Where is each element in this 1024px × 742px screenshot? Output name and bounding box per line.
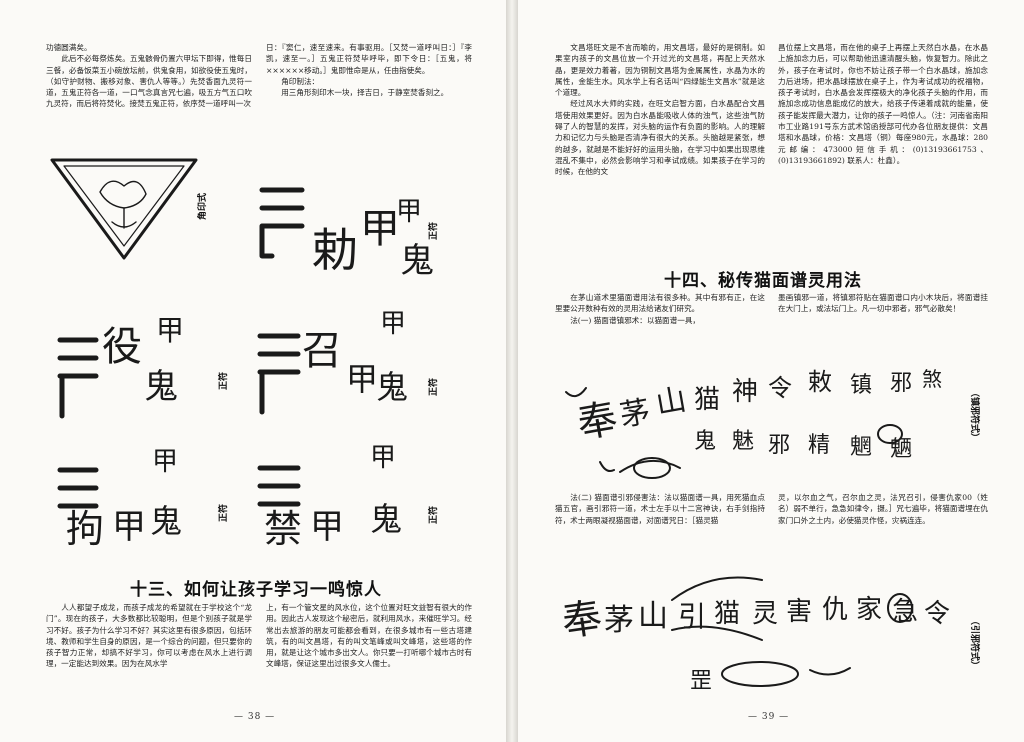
zhengfu-label: 正符 [427,378,439,396]
yinxie-label: （引邪符式） [969,616,981,670]
yinxie-talisman-image: 奉 茅 山 引 猫 灵 害 仇 家 急 令 罡 [560,576,950,694]
svg-text:鬼: 鬼 [400,241,434,281]
svg-text:引: 引 [678,600,706,633]
svg-text:鬼: 鬼 [150,502,182,540]
talisman-3-image: 召 甲 甲 鬼 [257,309,408,415]
svg-text:仇: 仇 [822,595,848,625]
svg-text:魅: 魅 [732,429,754,454]
paragraph: 此后不必每祭炼矣。五鬼骸骨仍置六甲坛下即得，惟每日三餐，必备饭菜五小碗放坛前，供… [46,54,252,109]
talisman-5-image: 禁 甲 甲 鬼 [257,443,402,550]
svg-text:甲: 甲 [346,360,378,398]
zhengfu-label: 正符 [217,504,229,522]
paragraph: 文昌塔旺文是不言而喻的，用文昌塔，最好的是铜制。如果室内孩子的文昌位放一个开过光… [555,43,765,98]
paragraph: 用三角形刻印木一块，择吉日，于静室焚香刻之。 [281,88,449,98]
yinxie-talisman-figure: 奉 茅 山 引 猫 灵 害 仇 家 急 令 罡 （引邪符式） [560,560,990,700]
svg-text:邪: 邪 [890,371,912,396]
svg-text:奉: 奉 [560,595,605,646]
right-col-1: 文昌塔旺文是不言而喻的，用文昌塔，最好的是铜制。如果室内孩子的文昌位放一个开过光… [555,42,765,178]
svg-text:茅: 茅 [604,603,634,638]
paragraph: 墨画镇邪一道，将镇邪符贴在猫面谱口内小木块后，将面谱挂在大门上，或法坛门上。凡一… [778,293,988,314]
talisman-2-image: 役 甲 鬼 [57,314,184,419]
zhengfu-label: 正符 [217,372,229,390]
paragraph: 法(一) 猫面谱镇邪术：以猫面谱一具， [570,315,701,325]
paragraph: 功德圆满矣。 [46,43,92,52]
talisman-1-image: 勅 甲 甲 鬼 [259,187,434,281]
svg-text:镇: 镇 [850,373,872,398]
svg-text:甲: 甲 [396,197,422,227]
svg-text:急: 急 [892,597,918,627]
zhengfu-label: 正符 [427,222,439,240]
zhengfu-label: 正符 [427,506,439,524]
svg-text:罡: 罡 [690,669,712,694]
right-page [518,0,1024,742]
svg-text:甲: 甲 [370,443,396,473]
svg-text:召: 召 [302,328,342,374]
svg-text:敕: 敕 [808,368,832,396]
svg-text:家: 家 [856,595,882,625]
left-col-4: 上，有一个管文星的风水位，这个位置对旺文益智有很大的作用。因此古人发现这个秘密后… [266,602,472,670]
svg-text:令: 令 [924,599,950,629]
svg-text:令: 令 [768,374,792,402]
book-gutter [506,0,518,742]
svg-text:精: 精 [808,433,830,458]
right-col-5: 法(二) 猫面谱引邪侵害法：法以猫面谱一具，用死猫血点猫五官，画引邪符一道，术士… [555,492,765,526]
svg-text:神: 神 [732,377,758,407]
paragraph: 昌位摆上文昌塔，而在他的桌子上再摆上天然白水晶，在水晶上施加念力后，可以帮助他迅… [778,43,988,165]
zhenxie-label: （镇邪符式） [969,388,981,442]
left-col-1: 功德圆满矣。 此后不必每祭炼矣。五鬼骸骨仍置六甲坛下即得，惟每日三餐，必备饭菜五… [46,42,252,110]
paragraph: 法(二) 猫面谱引邪侵害法：法以猫面谱一具，用死猫血点猫五官，画引邪符一道，术士… [555,493,765,525]
right-col-6: 灵，以尔血之气，召尔血之灵，法咒召引，侵害仇家00（姓名）弱不单行，急急如律令，… [778,492,988,526]
svg-text:鬼: 鬼 [144,367,178,407]
paragraph: 上，有一个管文星的风水位，这个位置对旺文益智有很大的作用。因此古人发现这个秘密后… [266,603,472,669]
svg-text:煞: 煞 [922,367,942,391]
seal-label: 角印式 [196,193,208,220]
paragraph: 在茅山道术里猫面谱用法有很多种。其中有邪有正，在这里要公开数种有效的灵用法给诸友… [555,293,765,314]
svg-text:鬼: 鬼 [694,429,716,454]
svg-text:甲: 甲 [152,447,178,477]
talisman-figure: 角印式 勅 甲 甲 鬼 正符 役 甲 鬼 正符 召 甲 甲 鬼 正符 [40,150,476,550]
paragraph: 人人都望子成龙，而孩子成龙的希望就在于学校这个“龙门”。现在的孩子，大多数都比较… [46,603,252,669]
talisman-4-image: 拘 甲 甲 鬼 [57,447,182,550]
svg-text:茅: 茅 [617,394,653,434]
svg-text:勅: 勅 [312,223,358,277]
svg-text:灵: 灵 [752,599,778,629]
paragraph: 灵，以尔血之气，召尔血之灵，法咒召引，侵害仇家00（姓名）弱不单行，急急如律令，… [778,493,988,525]
paragraph: 日：『窦仁，速至速来。有事驱用。［又焚一道呼叫日：］『李凯，速至一。］五鬼正符焚… [266,43,472,75]
svg-text:害: 害 [786,597,812,627]
svg-text:禁: 禁 [264,507,302,550]
svg-text:猫: 猫 [694,385,720,415]
right-col-4: 墨画镇邪一道，将镇邪符贴在猫面谱口内小木块后，将面谱挂在大门上，或法坛门上。凡一… [778,292,988,315]
left-col-2: 日：『窦仁，速至速来。有事驱用。［又焚一道呼叫日：］『李凯，速至一。］五鬼正符焚… [266,42,472,98]
svg-text:魉: 魉 [890,437,912,462]
left-page [0,0,506,742]
zhenxie-talisman-figure: 奉 茅 山 猫 神 令 敕 镇 邪 煞 鬼 魅 邪 精 魍 魉 （镇邪符式） [560,352,990,484]
svg-text:山: 山 [653,382,689,422]
right-col-3: 在茅山道术里猫面谱用法有很多种。其中有邪有正，在这里要公开数种有效的灵用法给诸友… [555,292,765,326]
section-13-title: 十三、如何让孩子学习一鸣惊人 [130,580,382,600]
svg-text:鬼: 鬼 [370,500,402,538]
page-number-left: — 38 — [234,712,276,722]
svg-text:奉: 奉 [574,396,621,448]
section-14-title: 十四、秘传猫面谱灵用法 [664,271,862,291]
svg-text:山: 山 [638,599,668,634]
svg-text:邪: 邪 [768,433,790,458]
left-col-3: 人人都望子成龙，而孩子成龙的希望就在于学校这个“龙门”。现在的孩子，大多数都比较… [46,602,252,670]
svg-text:甲: 甲 [112,507,146,547]
svg-text:役: 役 [102,324,142,370]
svg-text:甲: 甲 [310,507,344,547]
paragraph: 角印制法： [281,76,320,86]
zhenxie-talisman-image: 奉 茅 山 猫 神 令 敕 镇 邪 煞 鬼 魅 邪 精 魍 魉 [565,367,942,479]
triangle-seal-image [50,158,198,260]
svg-text:拘: 拘 [66,507,104,550]
svg-text:猫: 猫 [714,599,740,629]
svg-text:甲: 甲 [360,206,400,252]
svg-text:甲: 甲 [156,314,184,347]
paragraph: 经过风水大师的实践，在旺文启智方面，白水晶配合文昌塔使用效果更好。因为白水晶能吸… [555,99,765,177]
right-col-2: 昌位摆上文昌塔，而在他的桌子上再摆上天然白水晶，在水晶上施加念力后，可以帮助他迅… [778,42,988,166]
svg-text:鬼: 鬼 [376,368,408,406]
page-number-right: — 39 — [748,712,790,722]
svg-text:魍: 魍 [850,435,872,460]
svg-text:甲: 甲 [380,309,406,339]
